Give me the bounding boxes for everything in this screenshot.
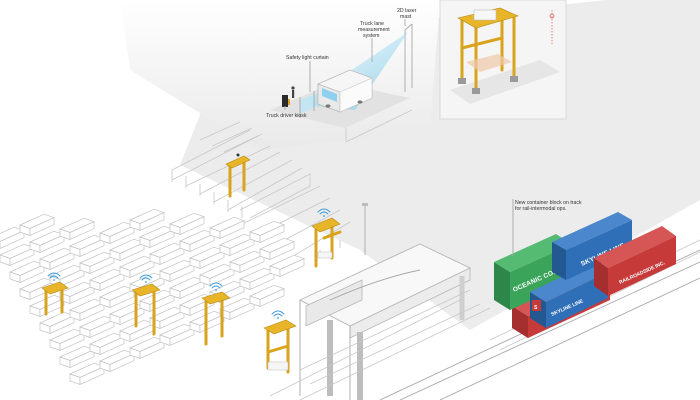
svg-text:Safety light curtain: Safety light curtain: [286, 55, 329, 61]
inset-panel: [440, 0, 566, 119]
gate-zone-background: [120, 0, 440, 150]
rail-gantry-crane: [270, 244, 490, 400]
svg-text:Truck driver kiosk: Truck driver kiosk: [266, 113, 307, 119]
yard-crane-4: [264, 311, 296, 372]
wifi-icon: [272, 311, 284, 319]
svg-text:mast: mast: [400, 14, 412, 20]
svg-text:for rail-intermodal ops.: for rail-intermodal ops.: [515, 206, 567, 212]
svg-text:system: system: [363, 33, 379, 39]
